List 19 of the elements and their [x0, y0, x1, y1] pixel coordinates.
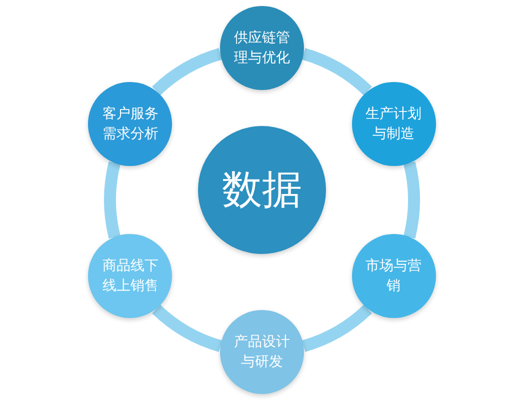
circle-node [352, 82, 436, 166]
circle-node [220, 310, 304, 394]
ring-arc [152, 304, 222, 352]
ring-arc [104, 162, 120, 238]
node-label: 供应链管理与优化 [233, 29, 291, 68]
node-label: 商品线下线上销售 [101, 257, 160, 296]
node-label: 数据 [221, 167, 303, 213]
ring-arc [152, 48, 222, 96]
circle-node [220, 6, 304, 90]
node-label: 客户服务需求分析 [101, 105, 160, 144]
circle-node [352, 234, 436, 318]
ring-arc [302, 48, 372, 96]
circle-node [88, 234, 172, 318]
node-label: 生产计划与制造 [364, 105, 423, 144]
node-label: 市场与营销 [364, 257, 423, 296]
circle-node [88, 82, 172, 166]
ring-arc [302, 304, 372, 352]
node-label: 产品设计与研发 [233, 333, 291, 372]
ring-arc [404, 162, 420, 238]
